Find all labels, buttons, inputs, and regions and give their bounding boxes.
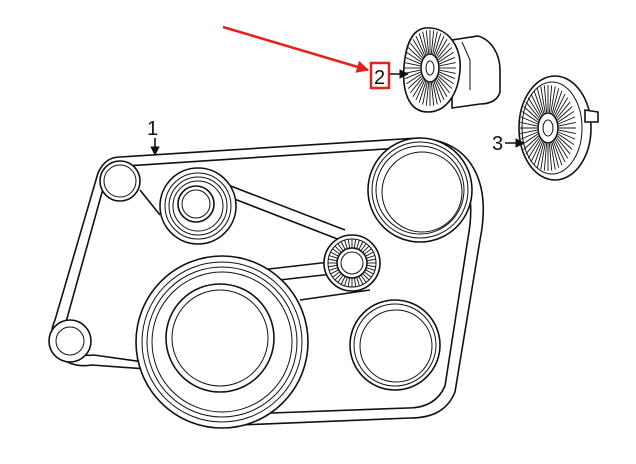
callout-label-idler: 3: [492, 133, 503, 155]
idler-pulley-part: [518, 75, 599, 181]
callout-label-belt: 1: [147, 118, 158, 140]
callout-3: 3: [492, 133, 525, 155]
lower-right-pulley: [349, 299, 441, 391]
large-pulley-upper-right: [367, 137, 473, 243]
grooved-pulley-upper: [159, 167, 237, 245]
top-left-pulley: [99, 160, 141, 202]
tensioner-assembly: [402, 27, 501, 113]
callout-label-tensioner: 2: [374, 67, 385, 89]
callout-2: 2: [222, 25, 409, 90]
bottom-left-pulley: [48, 319, 92, 363]
highlight-box: [369, 61, 391, 90]
crankshaft-pulley: [135, 255, 309, 429]
center-idler-pulley: [323, 234, 381, 292]
callout-1: 1: [147, 118, 160, 156]
highlight-arrow: [222, 25, 370, 73]
